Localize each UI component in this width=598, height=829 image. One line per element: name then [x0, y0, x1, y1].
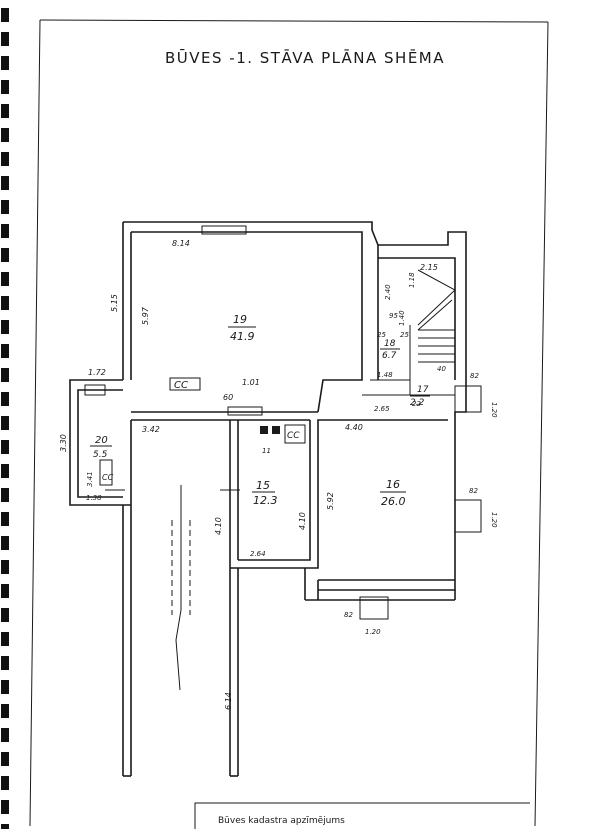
binding-hole	[1, 344, 9, 358]
sheet-frame	[29, 19, 549, 827]
binding-hole	[1, 128, 9, 142]
binding-hole	[1, 392, 9, 406]
room-15-number: 15	[256, 479, 270, 492]
cc-label-a: CC	[174, 380, 188, 391]
binding-hole	[1, 680, 9, 694]
binding-hole	[1, 224, 9, 238]
dim-3-42: 3.42	[142, 425, 160, 434]
dashed-structure	[105, 485, 240, 691]
room-19-number: 19	[233, 313, 247, 326]
binding-hole	[1, 416, 9, 430]
dim-2-15: 2.15	[420, 263, 438, 272]
dim-6-14: 6.14	[224, 692, 233, 710]
exterior-walls	[69, 221, 467, 777]
dim-95: 95	[389, 312, 398, 320]
binding-hole	[1, 704, 9, 718]
binding-hole	[1, 272, 9, 286]
dim-1-20-top: 1.20	[490, 402, 498, 418]
dim-3-30: 3.30	[59, 434, 68, 452]
dim-5-92: 5.92	[326, 492, 335, 510]
dimension-labels: 8.14 5.15 5.97 2.15 2.40 1.18 95 1.40 25…	[59, 239, 498, 710]
room-16-area: 26.0	[381, 495, 406, 508]
dim-3-41: 3.41	[86, 471, 94, 487]
dim-22: 22	[412, 400, 421, 408]
binding-hole	[1, 320, 9, 334]
dim-5-97: 5.97	[141, 306, 150, 325]
cc-label-c: CC	[287, 431, 300, 441]
dim-1-18: 1.18	[408, 272, 416, 288]
room-15-area: 12.3	[253, 494, 278, 507]
room-18-area: 6.7	[382, 351, 397, 361]
cadastral-designation-label: Būves kadastra apzīmējums	[218, 816, 345, 826]
binding-holes	[0, 0, 10, 829]
room-18-number: 18	[384, 339, 396, 349]
binding-hole	[1, 536, 9, 550]
room-17-number: 17	[417, 385, 429, 395]
binding-hole	[1, 152, 9, 166]
dim-25-right: 25	[400, 331, 409, 339]
dim-60: 60	[223, 393, 233, 402]
binding-hole	[1, 464, 9, 478]
dim-1-72: 1.72	[88, 368, 106, 377]
binding-hole	[1, 440, 9, 454]
binding-hole	[1, 80, 9, 94]
dim-8-14: 8.14	[172, 239, 190, 248]
dim-1-20-bottom: 1.20	[365, 628, 381, 636]
room-19-area: 41.9	[230, 330, 255, 343]
dim-4-10-right: 4.10	[298, 512, 307, 530]
binding-hole	[1, 800, 9, 814]
room-20-number: 20	[95, 435, 108, 446]
binding-hole	[1, 560, 9, 574]
dim-82-top: 82	[470, 372, 479, 380]
dim-5-15: 5.15	[110, 294, 119, 312]
dim-4-10-left: 4.10	[214, 517, 223, 535]
binding-hole	[1, 200, 9, 214]
binding-hole	[1, 488, 9, 502]
dim-82-mid: 82	[469, 487, 478, 495]
binding-hole	[1, 512, 9, 526]
dim-2-65: 2.65	[374, 405, 390, 413]
binding-hole	[1, 248, 9, 262]
dim-25-left: 25	[377, 331, 386, 339]
binding-hole	[1, 176, 9, 190]
dim-1-20-mid: 1.20	[490, 512, 498, 528]
dim-11: 11	[262, 447, 271, 455]
plan-title: BŪVES -1. STĀVA PLĀNA SHĒMA	[165, 48, 445, 67]
cc-marks: CC CC CC	[99, 377, 306, 486]
binding-hole	[1, 296, 9, 310]
dim-1-48: 1.48	[377, 371, 393, 379]
binding-hole	[1, 56, 9, 70]
binding-hole	[1, 656, 9, 670]
dim-40: 40	[437, 365, 446, 373]
cc-label-b: CC	[102, 473, 114, 482]
binding-hole	[1, 32, 9, 46]
binding-hole	[1, 776, 9, 790]
dim-1-40-stair: 1.40	[398, 310, 406, 326]
binding-hole	[1, 104, 9, 118]
binding-hole	[1, 584, 9, 598]
room-16-number: 16	[386, 478, 400, 491]
room-20-area: 5.5	[93, 450, 108, 460]
room-17-area: 2.2	[410, 398, 425, 408]
dim-1-01: 1.01	[242, 378, 260, 387]
cadastral-footer: Būves kadastra apzīmējums	[194, 802, 530, 829]
dim-4-40: 4.40	[345, 423, 363, 432]
room-labels: 19 41.9 18 6.7 17 2.2 20 5.5 15 12.3 16 …	[90, 313, 430, 508]
binding-hole	[1, 728, 9, 742]
binding-hole	[1, 824, 9, 829]
windows	[84, 225, 482, 620]
binding-hole	[1, 752, 9, 766]
dim-2-64: 2.64	[250, 550, 266, 558]
dim-1-38: 1.38	[86, 494, 102, 502]
dim-2-40: 2.40	[384, 284, 392, 300]
binding-hole	[1, 8, 9, 22]
dim-82-bottom: 82	[344, 611, 353, 619]
binding-hole	[1, 632, 9, 646]
binding-hole	[1, 368, 9, 382]
binding-hole	[1, 608, 9, 622]
